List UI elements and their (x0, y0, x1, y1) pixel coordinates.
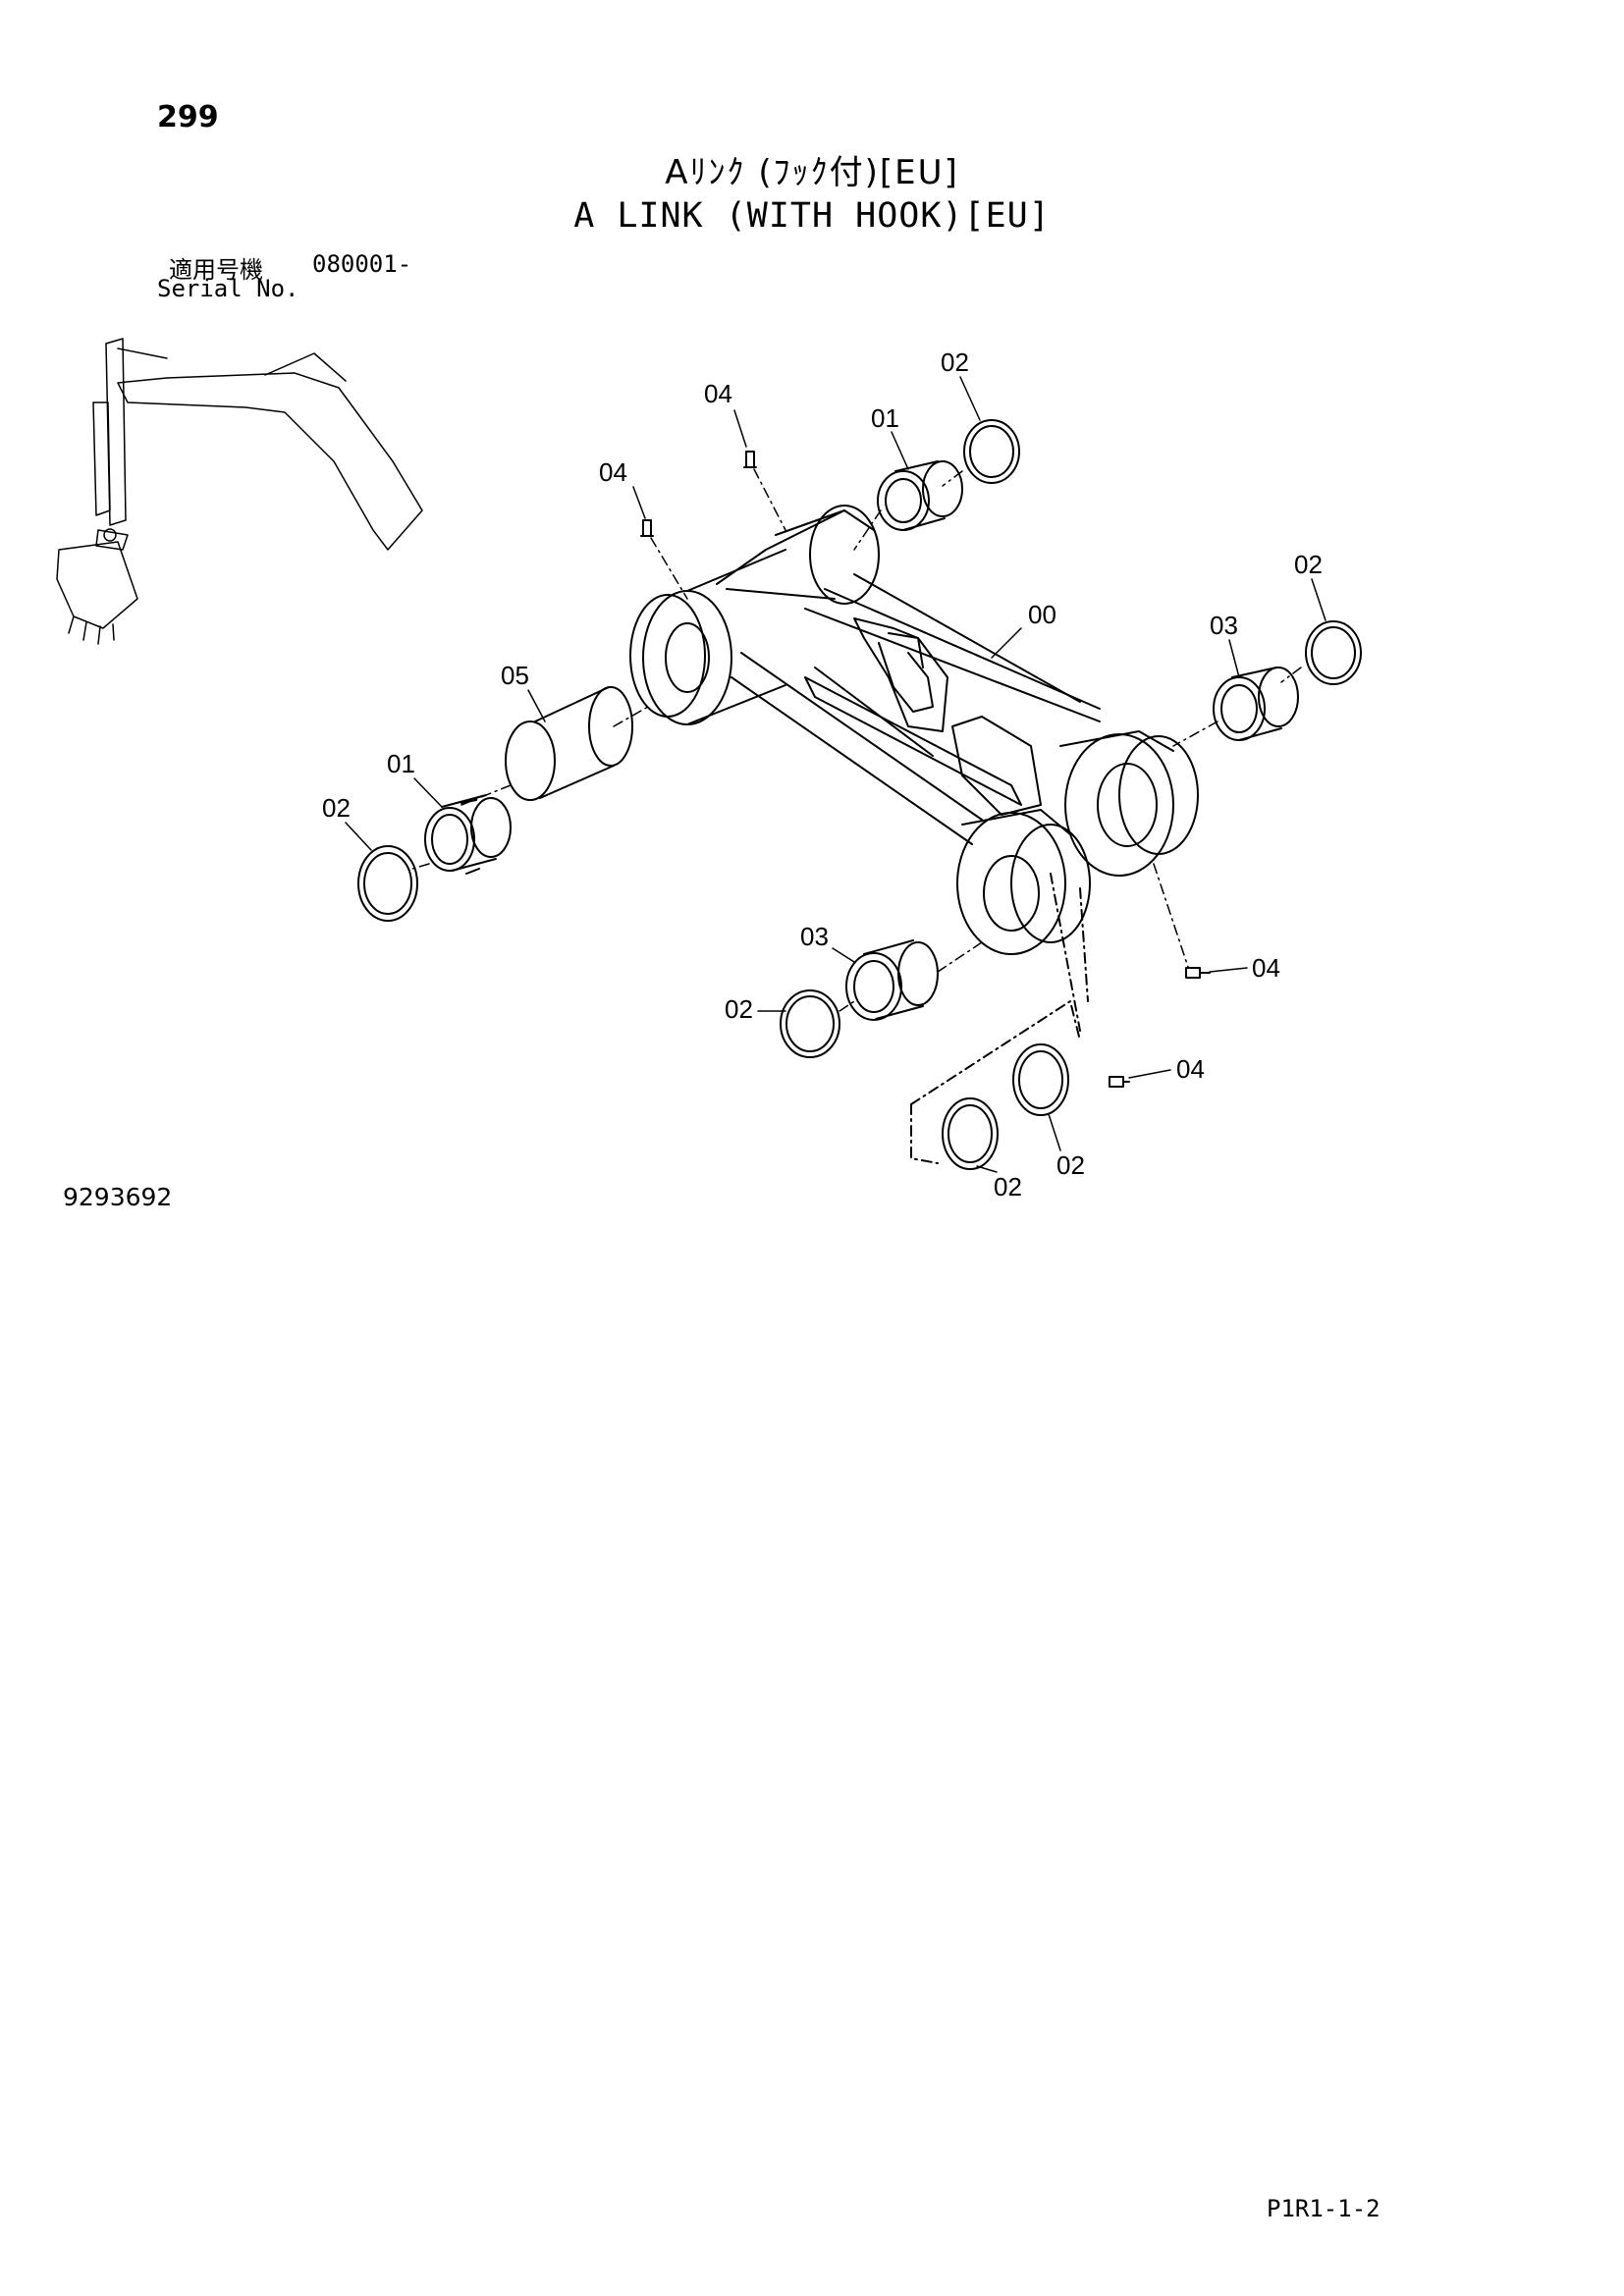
serial-label-japanese: 適用号機 (169, 256, 263, 284)
part-02-ring-bottom-pair (910, 873, 1089, 1170)
callout-02-right: 02 (1294, 550, 1323, 579)
title-japanese: Aﾘﾝｸ (ﾌｯｸ付)[EU] (665, 153, 959, 192)
serial-label-english: Serial No. (157, 275, 299, 302)
serial-number-value: 080001- (312, 250, 412, 278)
part-03-bushing-right (1213, 667, 1299, 741)
callout-03-right: 03 (1210, 611, 1238, 640)
part-02-ring-right (1305, 620, 1362, 685)
part-01-bushing-left (424, 794, 512, 875)
drawing-number: 9293692 (63, 1183, 173, 1211)
page-number: 299 (157, 100, 219, 134)
callout-02-top: 02 (941, 347, 969, 377)
callout-01-top: 01 (871, 403, 899, 433)
part-03-bushing-bottom (845, 939, 939, 1021)
callout-04-top: 04 (704, 379, 732, 408)
callout-04-bottom: 04 (1176, 1054, 1205, 1084)
part-04-grease-fitting-4 (1109, 1076, 1130, 1088)
excavator-thumbnail (56, 338, 423, 645)
part-02-ring-top (963, 419, 1020, 484)
part-04-grease-fitting-2 (743, 451, 757, 468)
title-english: A LINK (WITH HOOK)[EU] (573, 196, 1051, 236)
part-02-ring-bottom-left (780, 989, 840, 1058)
callout-labels: 00 01 01 02 02 02 02 02 02 03 03 04 04 0… (322, 347, 1326, 1201)
page-code: P1R1-1-2 (1267, 2195, 1380, 2222)
callout-04-right: 04 (1252, 953, 1280, 983)
callout-01-left: 01 (387, 749, 415, 778)
part-02-ring-left (357, 845, 418, 922)
part-01-bushing-top (877, 460, 963, 531)
callout-02-bottom-left: 02 (725, 994, 753, 1024)
callout-03-bottom: 03 (800, 922, 829, 951)
part-04-grease-fitting-3 (1185, 967, 1211, 979)
callout-02-left: 02 (322, 793, 351, 823)
callout-02-bottom-right: 02 (1056, 1150, 1085, 1180)
callout-00: 00 (1028, 600, 1056, 629)
part-04-grease-fitting-1 (640, 519, 654, 537)
a-link-frame (629, 505, 1199, 955)
callout-04-left: 04 (599, 457, 627, 487)
callout-02-bottom: 02 (994, 1172, 1022, 1201)
leader-lines (411, 468, 1302, 1012)
part-05-pin (505, 686, 633, 801)
callout-05: 05 (501, 661, 529, 690)
